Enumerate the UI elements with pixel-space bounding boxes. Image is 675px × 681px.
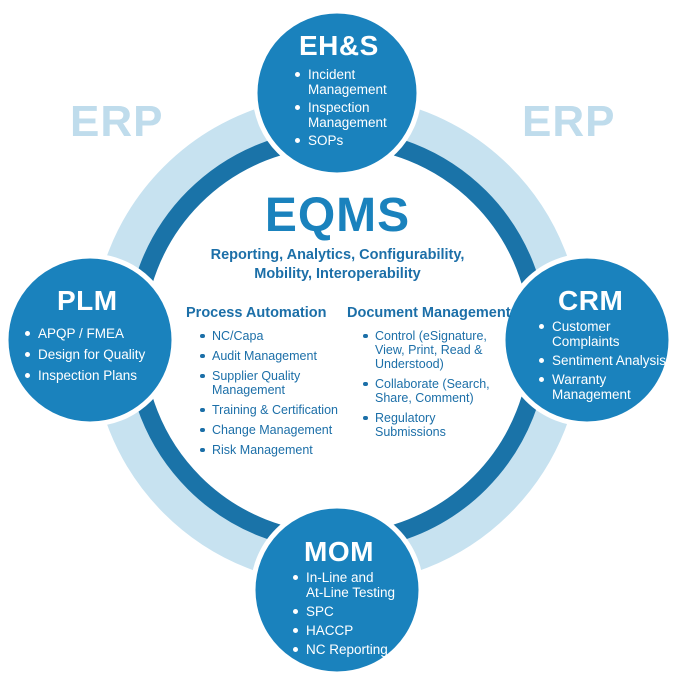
list-item: Inspection Plans	[22, 368, 172, 383]
plm-list: APQP / FMEA Design for Quality Inspectio…	[22, 326, 172, 389]
list-item: Audit Management	[198, 349, 346, 363]
list-item: Training & Certification	[198, 403, 346, 417]
list-item: APQP / FMEA	[22, 326, 172, 341]
list-item: NC/Capa	[198, 329, 346, 343]
mom-title: MOM	[304, 536, 374, 567]
crm-title: CRM	[558, 285, 624, 316]
crm-list: Customer Complaints Sentiment Analysis W…	[536, 319, 671, 406]
list-item: Control (eSignature, View, Print, Read &…	[361, 329, 512, 371]
document-management-title: Document Management	[347, 305, 511, 321]
plm-title: PLM	[57, 285, 118, 316]
list-item: Regulatory Submissions	[361, 411, 512, 439]
erp-label-right: ERP	[522, 97, 616, 146]
list-item: Customer Complaints	[536, 319, 671, 349]
list-item: Collaborate (Search, Share, Comment)	[361, 377, 512, 405]
list-item: In-Line and At-Line Testing	[290, 570, 410, 600]
process-automation-list: NC/Capa Audit Management Supplier Qualit…	[198, 329, 346, 457]
mom-list: In-Line and At-Line Testing SPC HACCP NC…	[290, 570, 410, 661]
plm-circle	[3, 253, 177, 427]
list-item: HACCP	[290, 623, 410, 638]
process-automation-column: Process Automation NC/Capa Audit Managem…	[186, 306, 346, 463]
list-item: SOPs	[292, 133, 422, 148]
document-management-column: Document Management Control (eSignature,…	[347, 306, 512, 445]
eqms-title: EQMS	[264, 189, 411, 242]
process-automation-title: Process Automation	[186, 305, 327, 321]
list-item: Inspection Management	[292, 100, 422, 130]
ehs-list: Incident Management Inspection Managemen…	[292, 67, 422, 151]
list-item: Change Management	[198, 423, 346, 437]
ehs-title: EH&S	[299, 30, 379, 61]
list-item: Risk Management	[198, 443, 346, 457]
eqms-subtitle: Reporting, Analytics, Configurability, M…	[210, 247, 465, 282]
list-item: NC Reporting	[290, 642, 410, 657]
list-item: Incident Management	[292, 67, 422, 97]
ehs-circle	[252, 8, 422, 178]
list-item: Warranty Management	[536, 372, 671, 402]
document-management-list: Control (eSignature, View, Print, Read &…	[361, 329, 512, 439]
list-item: Sentiment Analysis	[536, 353, 671, 368]
crm-circle	[500, 253, 674, 427]
list-item: SPC	[290, 604, 410, 619]
list-item: Design for Quality	[22, 347, 172, 362]
list-item: Supplier Quality Management	[198, 369, 346, 397]
erp-label-left: ERP	[70, 97, 164, 146]
